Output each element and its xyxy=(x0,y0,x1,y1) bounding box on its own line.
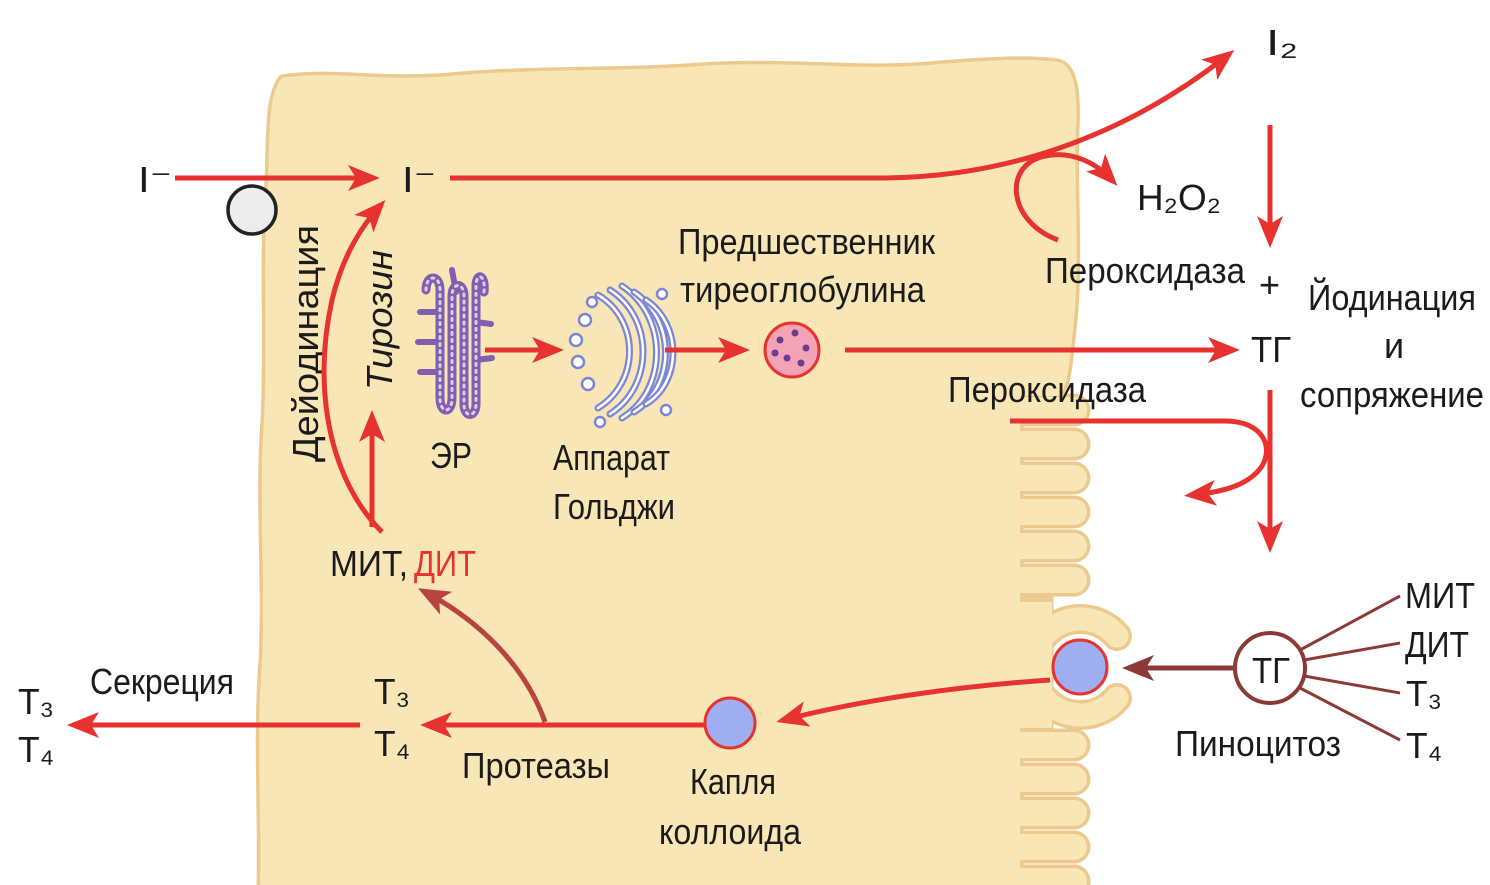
iodination-label-line3: сопряжение xyxy=(1300,374,1484,415)
golgi-vesicle xyxy=(570,334,582,346)
pinocytosis-label: Пиноцитоз xyxy=(1175,723,1341,764)
secretion-label: Секреция xyxy=(90,661,234,702)
intracellular-t3-label: T₃ xyxy=(374,671,410,712)
peroxidase-coupling-label: Пероксидаза xyxy=(948,369,1147,410)
iodide-inside-label: I⁻ xyxy=(402,159,436,200)
colloid-thyroglobulin-label: ТГ xyxy=(1252,650,1290,691)
golgi-vesicle xyxy=(595,417,605,427)
microvillus xyxy=(1005,766,1087,792)
iodination-label-line2: и xyxy=(1384,325,1404,366)
microvillus xyxy=(1005,533,1087,559)
microvillus xyxy=(1005,465,1087,491)
microvillus xyxy=(1005,800,1087,826)
iodide-transporter xyxy=(228,186,276,234)
iodide-outside-label: I⁻ xyxy=(138,159,172,200)
microvillus xyxy=(1005,868,1087,885)
iodine-label: I₂ xyxy=(1266,22,1298,63)
microvillus xyxy=(1005,732,1087,758)
pinocytosed-droplet xyxy=(1053,640,1107,694)
dit-label: ДИТ xyxy=(414,543,476,584)
iodination-label-line1: Йодинация xyxy=(1308,276,1476,318)
golgi-vesicle xyxy=(587,297,597,307)
colloid-dit-label: ДИТ xyxy=(1405,624,1469,665)
deiodination-label: Дейодинация xyxy=(285,225,326,462)
h2o2-label: H₂O₂ xyxy=(1137,177,1221,218)
microvillus xyxy=(1005,834,1087,860)
golgi-vesicle xyxy=(582,378,594,390)
colloid-mit-label: МИТ xyxy=(1405,575,1475,616)
precursor-label-line2: тиреоглобулина xyxy=(680,269,926,310)
golgi-vesicle xyxy=(579,314,591,326)
proteases-label: Протеазы xyxy=(462,745,610,786)
colloid-t4-label: T₄ xyxy=(1406,725,1442,766)
colloid-t3-label: T₃ xyxy=(1406,673,1442,714)
peroxidase-oxidation-label: Пероксидаза xyxy=(1045,250,1246,291)
golgi-vesicle xyxy=(657,289,667,299)
colloid-droplet-label-line2: коллоида xyxy=(659,811,802,852)
golgi-vesicle xyxy=(572,356,584,368)
tyrosine-label: Тирозин xyxy=(359,250,400,390)
intracellular-t4-label: T₄ xyxy=(374,723,410,764)
microvillus xyxy=(1005,567,1087,593)
released-t4-label: T₄ xyxy=(18,729,54,770)
thyroglobulin-apical-label: ТГ xyxy=(1251,329,1291,370)
golgi-vesicle xyxy=(661,405,671,415)
released-t3-label: T₃ xyxy=(18,681,54,722)
colloid-droplet xyxy=(705,698,755,748)
precursor-label-line1: Предшественник xyxy=(678,221,935,262)
plus-sign: + xyxy=(1259,264,1280,305)
er-label: ЭР xyxy=(430,435,472,476)
golgi-label-line1: Аппарат xyxy=(553,437,670,478)
microvillus xyxy=(1005,431,1087,457)
golgi-label-line2: Гольджи xyxy=(553,486,675,527)
microvillus xyxy=(1005,499,1087,525)
thyroglobulin-content-lines xyxy=(1300,596,1400,740)
precursor-granule xyxy=(765,323,819,377)
mit-label: МИТ, xyxy=(330,543,408,584)
colloid-droplet-label-line1: Капля xyxy=(690,761,776,802)
